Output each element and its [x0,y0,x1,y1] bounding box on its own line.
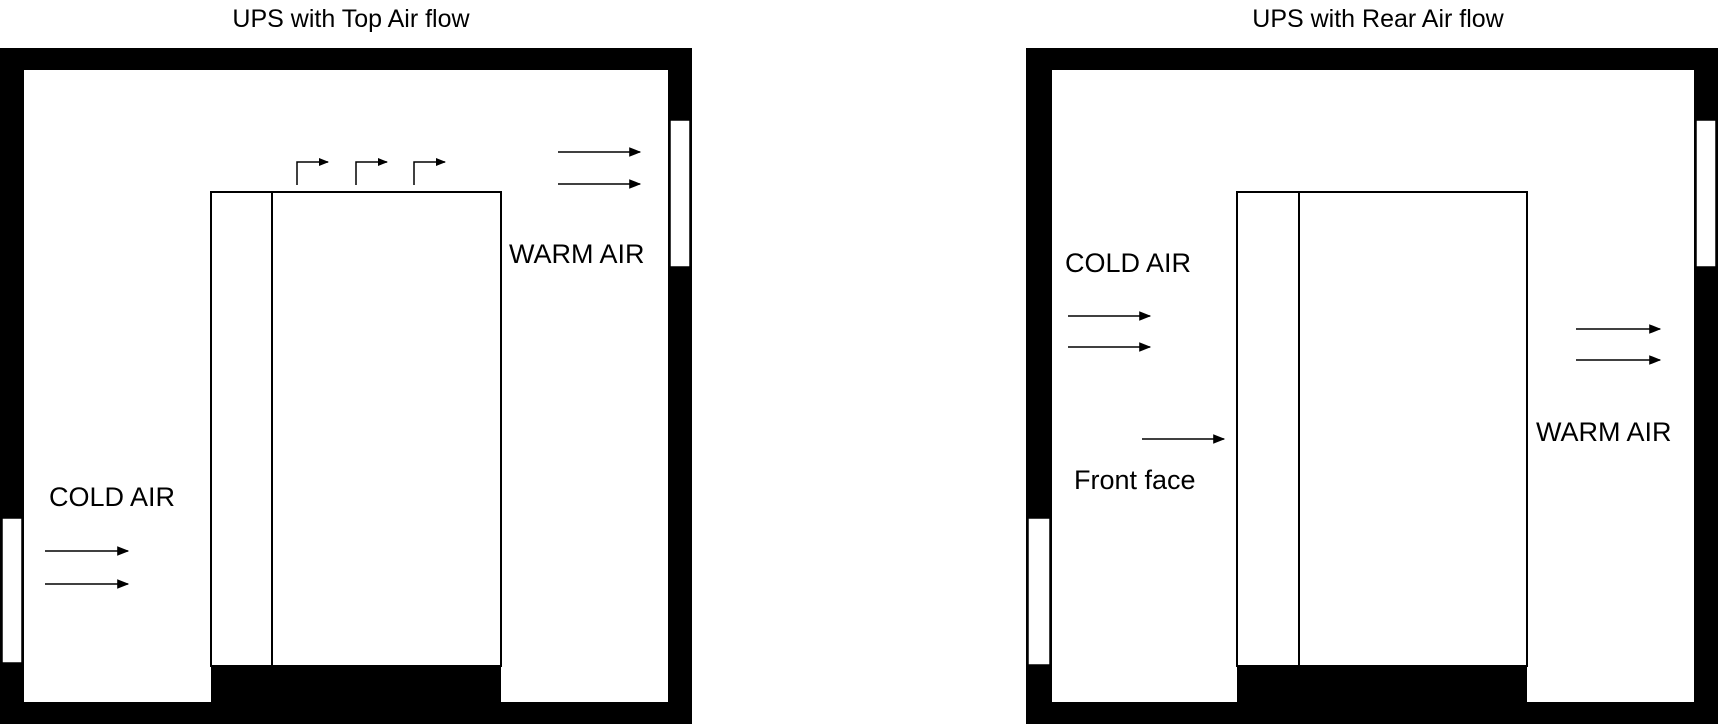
left-warm-air-arrows [558,147,642,189]
bent-arrow-up-right-icon [413,158,446,185]
left-inlet-vent [1,517,23,664]
right-panel: UPS with Rear Air flow COLD AIR Front fa… [1026,5,1718,724]
right-outlet-vent [1695,119,1717,268]
bent-arrow-up-right-icon [296,158,329,185]
left-ups-body [210,191,502,667]
bent-arrow-up-right-icon [355,158,388,185]
left-warm-air-label: WARM AIR [509,239,645,269]
left-ups-cabinet [210,191,502,704]
right-ups-cabinet [1236,191,1528,704]
right-room-floor [1026,702,1718,724]
left-ups-base [211,666,501,704]
front-face-label: Front face [1074,465,1196,495]
left-top-exhaust-arrows [296,158,446,185]
right-cold-air-arrows [1068,311,1152,352]
right-panel-title: UPS with Rear Air flow [1252,5,1504,33]
left-outlet-vent [669,119,691,268]
right-room-top-wall [1026,48,1718,70]
left-panel-title: UPS with Top Air flow [232,5,470,33]
right-ups-body [1236,191,1528,667]
right-cold-air-label: COLD AIR [1065,248,1191,278]
left-room-top-wall [0,48,692,70]
right-inlet-vent [1027,517,1051,666]
left-room-floor [0,702,692,724]
right-warm-air-arrows [1576,324,1662,365]
left-cold-air-label: COLD AIR [49,482,175,512]
right-warm-air-label: WARM AIR [1536,417,1672,447]
left-cold-air-arrows [45,546,130,589]
right-ups-base [1237,666,1527,704]
left-panel: UPS with Top Air flow WARM AIR [0,5,692,724]
